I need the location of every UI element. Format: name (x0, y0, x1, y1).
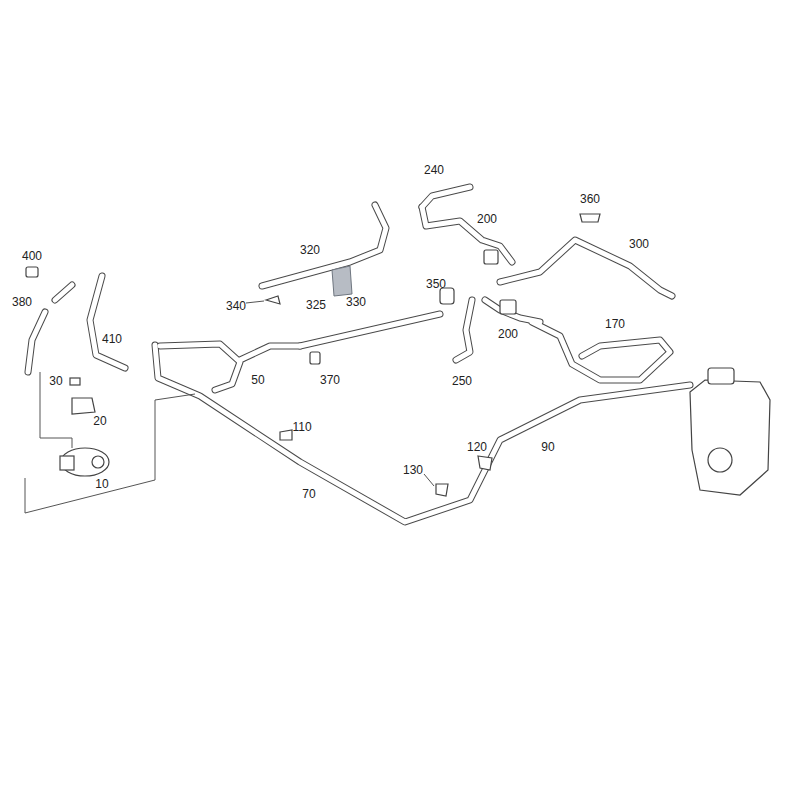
callout-number: 300 (628, 237, 650, 251)
callout-number: 30 (48, 374, 63, 388)
callout-number: 130 (402, 463, 424, 477)
callout-number: 170 (604, 317, 626, 331)
callout-number: 120 (466, 440, 488, 454)
callout-number: 250 (451, 374, 473, 388)
callout-number: 320 (299, 243, 321, 257)
callout-number: 360 (579, 192, 601, 206)
callout-number: 70 (301, 487, 316, 501)
callout-number: 330 (345, 295, 367, 309)
callout-number: 10 (94, 477, 109, 491)
callout-number: 350 (425, 277, 447, 291)
callout-number: 90 (540, 440, 555, 454)
callout-number: 110 (291, 420, 312, 434)
callout-number: 370 (319, 373, 341, 387)
callout-number: 50 (250, 373, 265, 387)
callout-number: 340 (225, 299, 247, 313)
callout-number: 410 (101, 332, 123, 346)
callout-number: 380 (11, 295, 33, 309)
callout-number: 200 (476, 212, 498, 226)
callout-number: 325 (305, 298, 327, 312)
callout-number: 240 (423, 163, 445, 177)
callout-number: 20 (92, 414, 107, 428)
callout-number: 200 (497, 327, 519, 341)
callout-number: 400 (21, 249, 43, 263)
